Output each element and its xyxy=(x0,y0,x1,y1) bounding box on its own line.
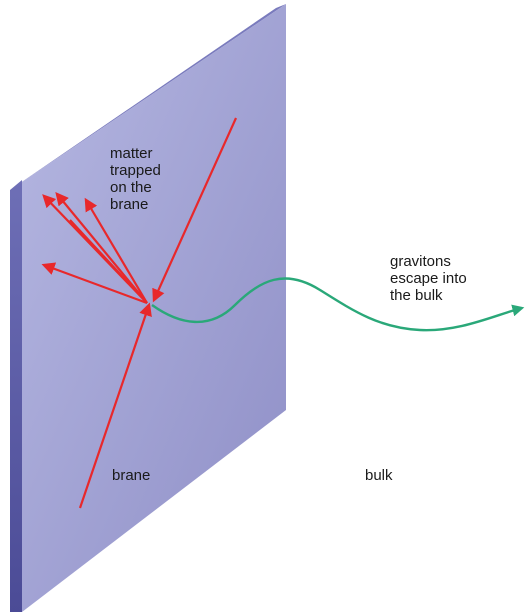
brane-edge-top xyxy=(10,4,286,190)
graviton-wave xyxy=(151,277,525,332)
matter-trapped-line-3: on the xyxy=(110,179,152,196)
outgoing-particle-arrow-4 xyxy=(41,262,148,305)
outgoing-particle-arrow-5 xyxy=(69,219,148,304)
outgoing-particle-arrow-2 xyxy=(55,191,148,304)
gravitons-line-3: the bulk xyxy=(390,287,443,304)
brane-edge-left xyxy=(10,180,22,612)
brane-face xyxy=(22,4,286,612)
matter-trapped-line-2: trapped xyxy=(110,162,161,179)
matter-trapped-line-4: brane xyxy=(110,196,149,213)
outgoing-particle-arrow-3 xyxy=(84,197,148,304)
gravitons-line-1: gravitons xyxy=(390,253,451,270)
gravitons-line-2: escape into xyxy=(390,270,467,287)
gravitons-escape-label: gravitons escape into the bulk xyxy=(390,253,467,304)
incoming-particle-arrow xyxy=(78,302,152,509)
incoming-particle-arrow-top xyxy=(152,117,238,303)
bulk-label: bulk xyxy=(365,467,393,484)
brane-label: brane xyxy=(112,467,151,484)
matter-trapped-label: matter trapped on the brane xyxy=(110,145,161,213)
matter-trapped-line-1: matter xyxy=(110,145,153,162)
